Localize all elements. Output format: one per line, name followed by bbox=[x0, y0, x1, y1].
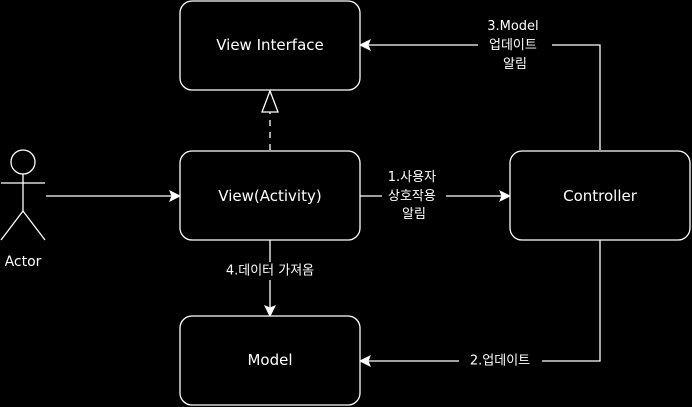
edge-view-to-controller-label-bg bbox=[382, 166, 446, 226]
node-view-activity-box bbox=[179, 150, 361, 241]
node-model: Model bbox=[179, 315, 361, 406]
node-controller: Controller bbox=[509, 150, 691, 241]
node-view-interface-label: View Interface bbox=[216, 36, 324, 54]
edge-view-to-model-label-bg bbox=[209, 262, 331, 280]
node-model-label: Model bbox=[247, 351, 292, 369]
actor-right-leg bbox=[22, 210, 46, 241]
node-controller-box bbox=[509, 150, 691, 241]
actor-head bbox=[10, 149, 36, 175]
edge-view-implements-interface bbox=[261, 89, 279, 150]
node-view-interface-box bbox=[179, 0, 361, 91]
edge-actor-to-view-arrowhead bbox=[169, 189, 182, 203]
edge-controller-to-model-arrowhead bbox=[358, 354, 371, 368]
edge-view-to-controller-label-line-3: 알림 bbox=[402, 207, 426, 222]
node-view-activity: View(Activity) bbox=[179, 150, 361, 241]
edge-view-to-controller-label: 1.사용자 상호작용 알림 bbox=[388, 170, 440, 222]
edge-controller-to-interface-label-line-2: 업데이트 bbox=[489, 38, 537, 53]
edge-controller-to-model-line bbox=[368, 240, 601, 362]
edge-controller-to-model-label-bg bbox=[459, 352, 542, 370]
edge-view-to-controller: 1.사용자 상호작용 알림 bbox=[360, 166, 512, 226]
node-controller-label: Controller bbox=[563, 187, 638, 205]
node-view-interface: View Interface bbox=[179, 0, 361, 91]
node-model-box bbox=[179, 315, 361, 406]
edge-controller-to-interface-label-line-3: 알림 bbox=[503, 57, 527, 72]
edge-controller-to-interface-label-line-1: 3.Model bbox=[487, 19, 538, 34]
edge-controller-to-model: 2.업데이트 bbox=[358, 240, 601, 370]
edge-view-to-controller-label-line-2: 상호작용 bbox=[388, 189, 436, 204]
edge-controller-to-interface-label: 3.Model 업데이트 알림 bbox=[487, 19, 543, 72]
edge-controller-to-model-label: 2.업데이트 bbox=[470, 354, 530, 369]
edge-view-to-model-label: 4.데이터 가져옴 bbox=[226, 264, 314, 279]
actor-left-leg bbox=[0, 210, 24, 241]
edge-controller-to-interface-line bbox=[368, 44, 601, 150]
edge-controller-to-interface-arrowhead bbox=[358, 38, 371, 52]
actor: Actor bbox=[0, 149, 46, 270]
edge-actor-to-view bbox=[46, 189, 182, 203]
edge-view-implements-interface-triangle bbox=[261, 89, 279, 113]
edge-view-to-controller-arrowhead bbox=[499, 189, 512, 203]
node-view-activity-label: View(Activity) bbox=[218, 187, 321, 205]
edge-controller-to-interface-label-bg bbox=[478, 16, 552, 74]
actor-label: Actor bbox=[5, 254, 42, 270]
edge-controller-to-interface: 3.Model 업데이트 알림 bbox=[358, 16, 601, 150]
edge-view-to-controller-label-line-1: 1.사용자 bbox=[388, 170, 436, 185]
edge-view-to-model-arrowhead bbox=[263, 305, 277, 318]
edge-view-to-model: 4.데이터 가져옴 bbox=[209, 240, 331, 318]
